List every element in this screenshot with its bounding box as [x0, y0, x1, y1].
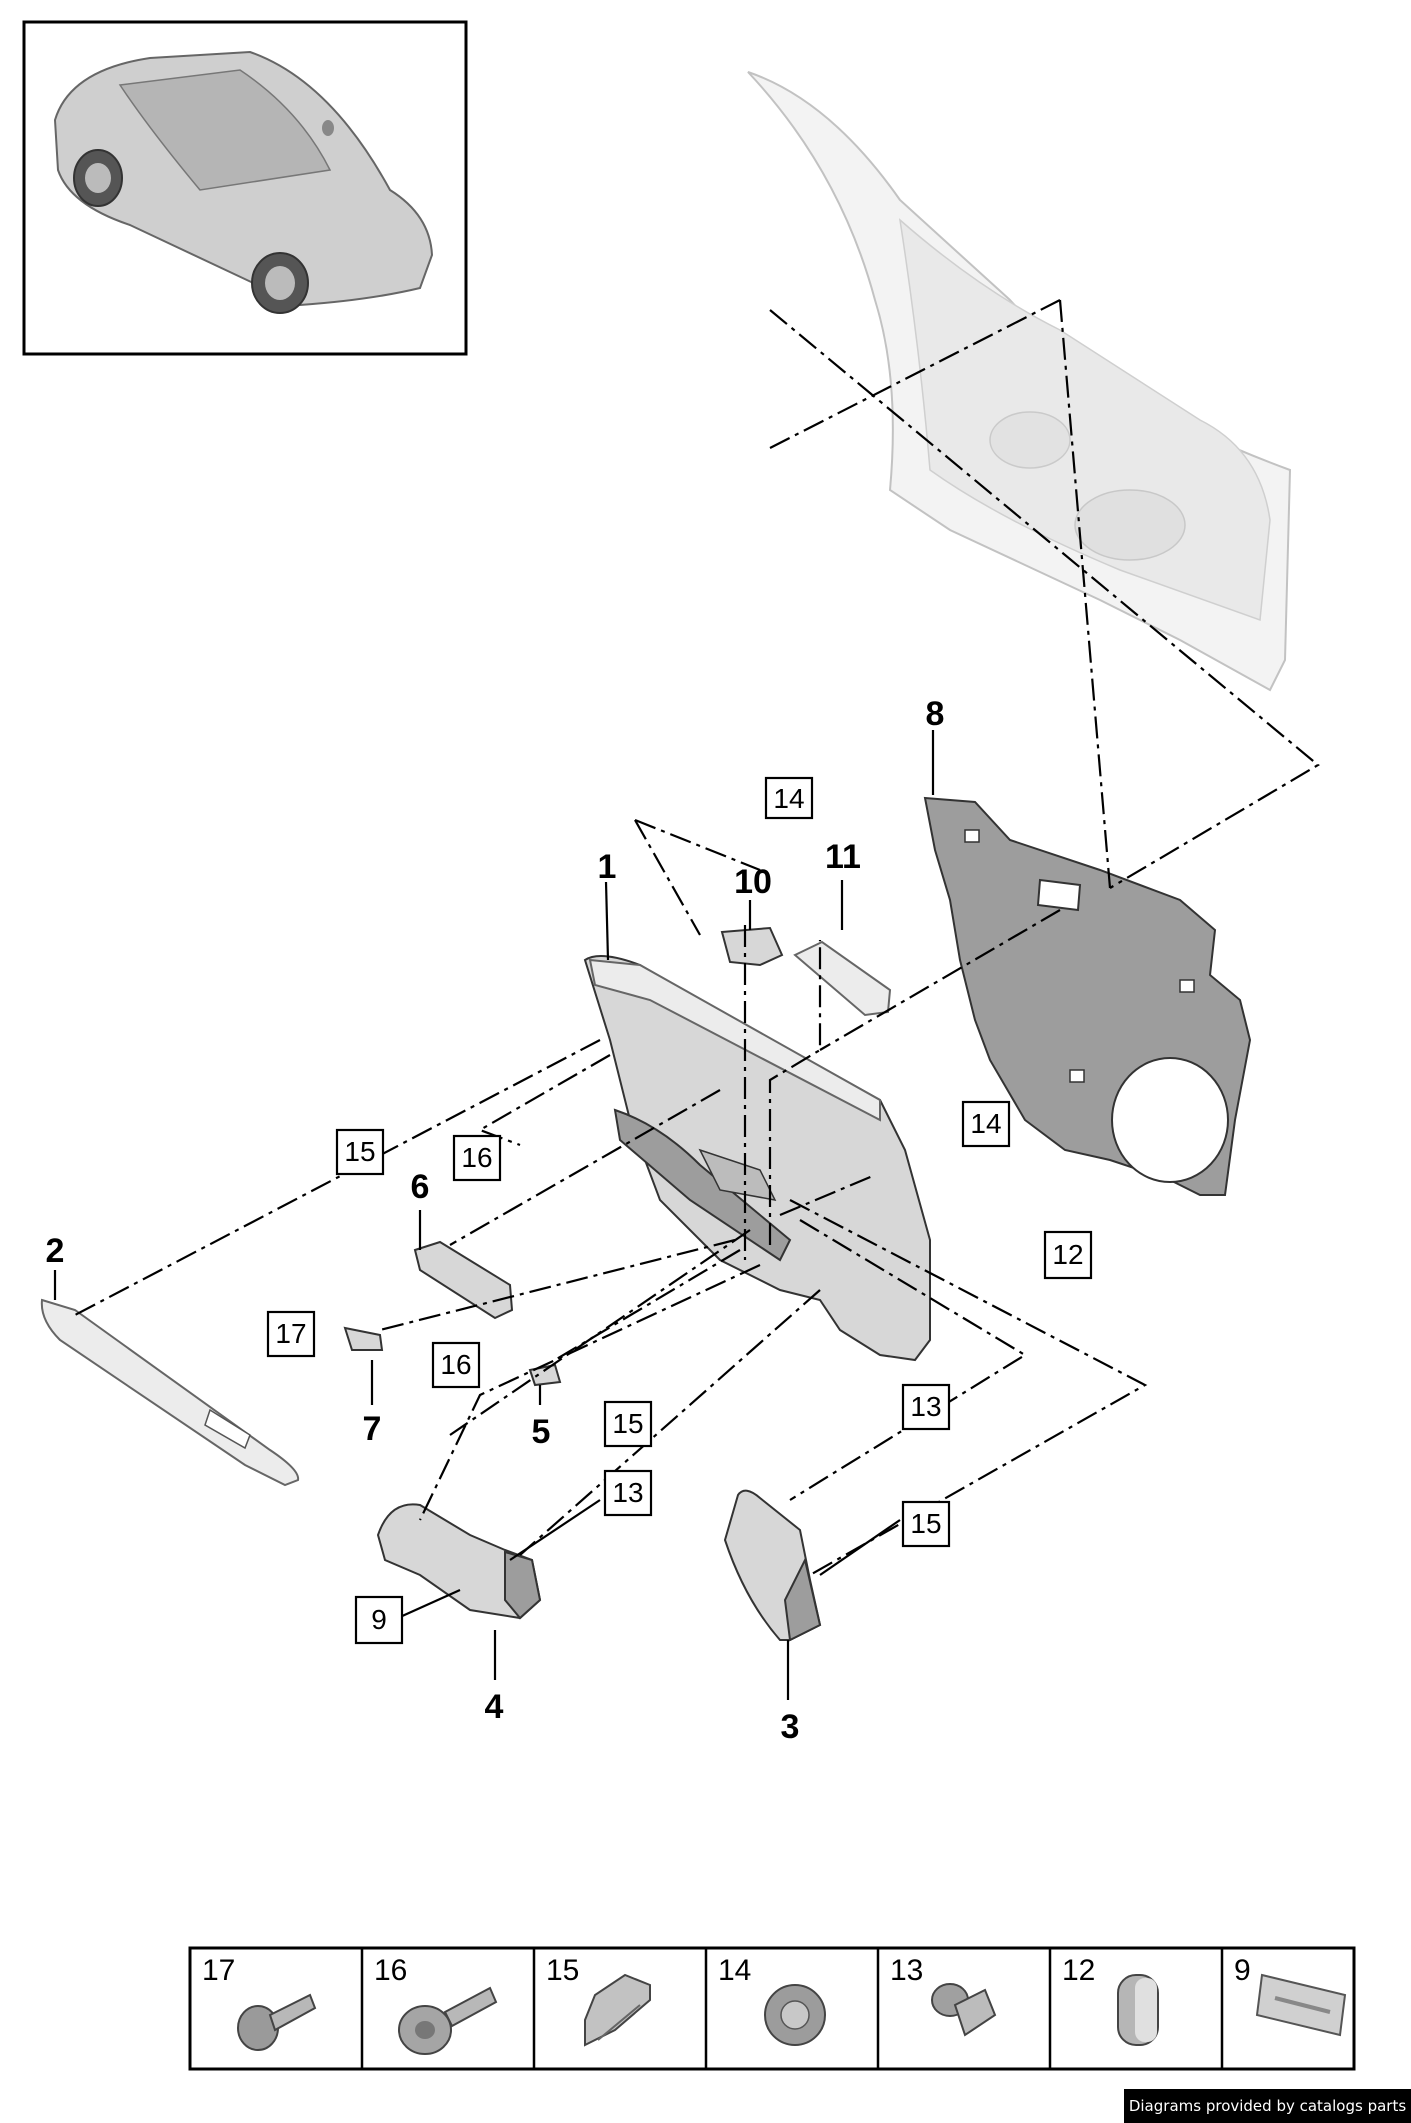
hardware-legend: 17 16 15 14 [188, 1946, 1356, 2071]
svg-text:17: 17 [275, 1318, 306, 1349]
callout-1: 1 [598, 848, 617, 886]
boxed-callout-15-left: 15 [335, 1128, 385, 1176]
legend-cell-16: 16 [374, 1954, 498, 2055]
boxed-callout-13-mid: 13 [603, 1469, 653, 1517]
callout-8: 8 [926, 695, 945, 733]
flange-screw-icon [398, 1986, 498, 2055]
part-8-door-foil [923, 796, 1252, 1196]
screw-icon [237, 1993, 317, 2051]
part-2-trim-strip [40, 1298, 300, 1487]
svg-text:12: 12 [1052, 1239, 1083, 1270]
svg-text:15: 15 [344, 1136, 375, 1167]
boxed-callout-13-right: 13 [901, 1383, 951, 1431]
callout-4: 4 [485, 1688, 504, 1726]
callout-10: 10 [734, 863, 772, 901]
part-7-bracket [343, 1326, 384, 1351]
part-4-armrest [376, 1503, 542, 1620]
leader-lines [53, 730, 935, 1700]
boxed-callout-9: 9 [354, 1595, 404, 1645]
boxed-callout-15-right: 15 [901, 1500, 951, 1548]
boxed-callout-12: 12 [1043, 1230, 1093, 1280]
part-5-clip [528, 1363, 562, 1387]
svg-text:12: 12 [1062, 1954, 1095, 1987]
plug-screw-icon [931, 1983, 997, 2037]
legend-cell-9: 9 [1234, 1954, 1347, 2037]
svg-text:13: 13 [612, 1477, 643, 1508]
expanding-rivet-icon [764, 1984, 826, 2046]
svg-text:14: 14 [773, 783, 804, 814]
part-11-insert [793, 940, 892, 1017]
boxed-callout-15-mid: 15 [603, 1400, 653, 1448]
part-1-door-panel [583, 955, 931, 1362]
svg-text:9: 9 [371, 1604, 387, 1635]
svg-text:16: 16 [374, 1954, 407, 1987]
part-3-cover [723, 1489, 822, 1642]
svg-text:15: 15 [546, 1954, 579, 1987]
boxed-callout-17: 17 [266, 1310, 316, 1358]
part-callouts: 1 2 3 4 5 6 7 8 10 11 [46, 695, 945, 1746]
callout-7: 7 [363, 1410, 382, 1448]
boxed-callout-16-top: 16 [452, 1134, 502, 1182]
svg-text:16: 16 [440, 1349, 471, 1380]
boxed-callout-14-top: 14 [764, 776, 814, 820]
svg-text:17: 17 [202, 1954, 235, 1987]
svg-text:14: 14 [970, 1108, 1001, 1139]
boxed-callouts: 14 14 15 16 17 16 12 13 [266, 776, 1093, 1645]
car-icon [53, 50, 434, 314]
svg-text:9: 9 [1234, 1954, 1251, 1987]
callout-11: 11 [825, 838, 861, 876]
clip-icon [584, 1973, 651, 2047]
cap-icon [1117, 1974, 1159, 2046]
trim-badge-icon [1255, 1973, 1347, 2037]
credit-badge: Diagrams provided by catalogs parts [1124, 2089, 1411, 2123]
legend-cell-14: 14 [718, 1954, 826, 2046]
callout-2: 2 [46, 1232, 65, 1270]
callout-3: 3 [781, 1708, 800, 1746]
callout-5: 5 [532, 1413, 551, 1451]
door-shell [747, 71, 1292, 692]
svg-text:15: 15 [910, 1508, 941, 1539]
svg-text:13: 13 [910, 1391, 941, 1422]
legend-cell-12: 12 [1062, 1954, 1159, 2046]
legend-cell-15: 15 [546, 1954, 651, 2047]
svg-text:15: 15 [612, 1408, 643, 1439]
svg-text:14: 14 [718, 1954, 751, 1987]
part-6-switch-housing [413, 1240, 514, 1320]
svg-text:16: 16 [461, 1142, 492, 1173]
legend-cell-17: 17 [202, 1954, 317, 2051]
boxed-callout-16-mid: 16 [431, 1341, 481, 1389]
callout-6: 6 [411, 1168, 430, 1206]
svg-text:13: 13 [890, 1954, 923, 1987]
legend-cell-13: 13 [890, 1954, 997, 2037]
part-10-bracket [720, 926, 784, 967]
boxed-callout-14-right: 14 [961, 1100, 1011, 1148]
vehicle-thumbnail [22, 20, 468, 356]
